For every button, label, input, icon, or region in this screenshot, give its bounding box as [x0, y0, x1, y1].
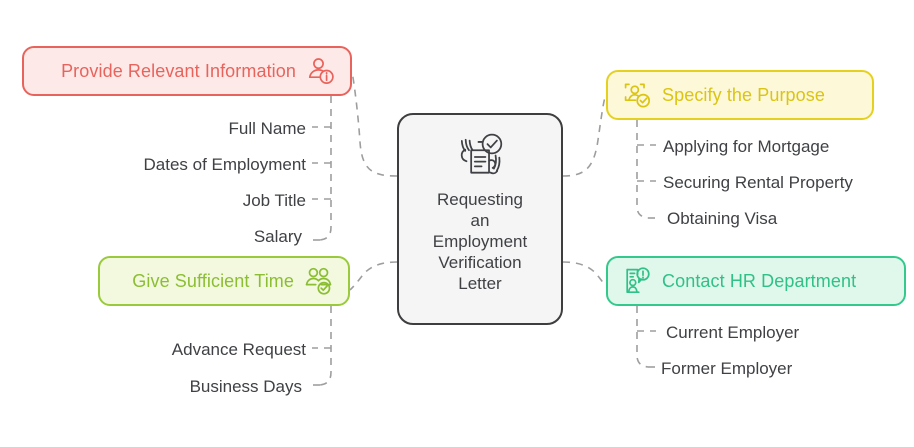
spine-provide [319, 96, 332, 241]
branch-label-time: Give Sufficient Time [132, 271, 294, 291]
spine-time [319, 306, 332, 386]
branch-node-specify-the-purpose[interactable]: Specify the Purpose [606, 70, 874, 120]
leaf-obtaining-visa[interactable]: Obtaining Visa [667, 209, 778, 228]
leaf-securing-rental-property[interactable]: Securing Rental Property [663, 173, 853, 192]
branch-node-give-sufficient-time[interactable]: Give Sufficient Time [98, 256, 350, 306]
center-line-3: Employment [432, 232, 528, 251]
leaf-former-employer[interactable]: Former Employer [661, 359, 793, 378]
wire-center-to-purpose [562, 94, 607, 177]
branch-label-provide: Provide Relevant Information [61, 61, 296, 81]
document-person-alert-icon [626, 267, 650, 294]
spine-purpose [636, 120, 649, 219]
leaf-current-employer[interactable]: Current Employer [666, 323, 800, 342]
branch-node-contact-hr-department[interactable]: Contact HR Department [606, 256, 906, 306]
branch-label-purpose: Specify the Purpose [662, 85, 825, 105]
center-node-label: Requesting an Employment Verification Le… [410, 189, 550, 294]
center-line-1: Requesting [436, 190, 523, 209]
leaf-advance-request[interactable]: Advance Request [171, 340, 306, 359]
person-focus-check-icon [624, 83, 651, 108]
people-check-badge-icon [305, 267, 332, 295]
spine-hr [636, 306, 649, 368]
leaf-dates-of-employment[interactable]: Dates of Employment [143, 155, 306, 174]
leaf-applying-for-mortgage[interactable]: Applying for Mortgage [663, 137, 830, 156]
center-node[interactable]: Requesting an Employment Verification Le… [397, 113, 563, 325]
leaf-job-title[interactable]: Job Title [242, 191, 306, 210]
center-line-2: an [470, 211, 490, 230]
wire-center-to-hr [562, 261, 607, 287]
wire-center-to-time [349, 261, 398, 291]
branch-label-hr: Contact HR Department [662, 271, 857, 291]
leaf-business-days[interactable]: Business Days [189, 377, 302, 396]
leaf-salary[interactable]: Salary [253, 227, 302, 246]
center-line-4: Verification [438, 253, 522, 272]
document-check-hands-icon [460, 133, 503, 175]
leaf-full-name[interactable]: Full Name [228, 119, 306, 138]
center-line-5: Letter [458, 274, 502, 293]
branch-node-provide-relevant-information[interactable]: Provide Relevant Information [22, 46, 352, 96]
wire-center-to-provide [351, 71, 398, 177]
person-info-badge-icon [308, 58, 334, 84]
